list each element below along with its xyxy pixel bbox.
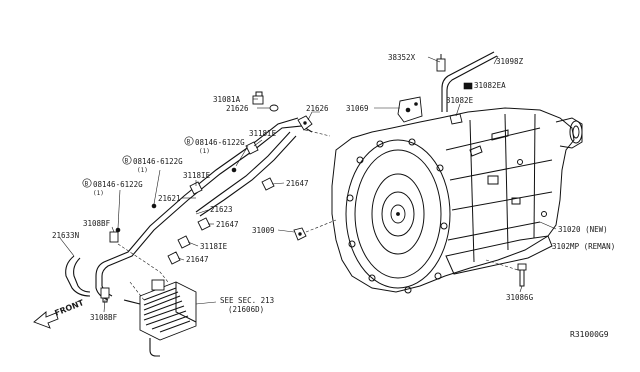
label-see-sec-213: SEE SEC. 213 — [220, 296, 274, 305]
bracket-31069[interactable] — [397, 96, 423, 123]
clip-3118ie-lower[interactable] — [177, 235, 191, 249]
clamp-21647-lower[interactable] — [167, 251, 181, 265]
label-31098z: 31098Z — [496, 57, 524, 66]
label-21647-upper: 21647 — [286, 179, 309, 188]
fitting-31081a[interactable] — [252, 91, 264, 105]
label-31086g: 31086G — [506, 293, 534, 302]
label-21633n: 21633N — [52, 231, 79, 240]
hose-21633n[interactable] — [65, 255, 91, 297]
label-31069: 31069 — [346, 104, 369, 113]
front-arrow: FRONT — [33, 298, 86, 329]
bolt-callout-middle: B 08146-6122G (1) — [122, 155, 183, 174]
plug-31009[interactable] — [293, 227, 307, 241]
label-21623: 21623 — [210, 205, 233, 214]
connector-3108bf-upper[interactable] — [109, 231, 119, 243]
bolt-letter-middle: B — [125, 158, 129, 165]
label-see-sec-21606d: (21606D) — [228, 305, 264, 314]
bolt-middle[interactable] — [151, 203, 157, 209]
transmission-assembly[interactable] — [331, 107, 583, 294]
label-3102mp-reman: 3102MP (REMAN) — [552, 242, 615, 251]
cooler-line-21623[interactable] — [195, 131, 297, 217]
clamp-21626-right[interactable] — [297, 115, 313, 131]
bolt-upper[interactable] — [231, 167, 237, 173]
bolt-callout-lower: B 08146-6122G (1) — [82, 178, 143, 197]
label-3118ie-upper: 3118IE — [249, 129, 277, 138]
clamp-21647-upper[interactable] — [261, 177, 275, 191]
washer-21626-upper[interactable] — [269, 104, 279, 112]
label-31082e: 31082E — [446, 96, 474, 105]
label-31009: 31009 — [252, 226, 275, 235]
label-bolt-lower-code: 08146-6122G — [93, 180, 143, 189]
label-31020-new: 31020 (NEW) — [558, 225, 608, 234]
clip-3118ie-mid[interactable] — [189, 181, 203, 195]
dipstick-tube[interactable] — [436, 51, 498, 112]
bolt-callout-upper: B 08146-6122G (1) — [184, 136, 245, 155]
label-3108bf-upper: 3108BF — [83, 219, 111, 228]
bolt-lower[interactable] — [115, 227, 121, 233]
label-21647-lower: 21647 — [186, 255, 209, 264]
label-bolt-upper-code: 08146-6122G — [195, 138, 245, 147]
bolt-letter-lower: B — [85, 181, 89, 188]
label-31081a: 31081A — [213, 95, 241, 104]
label-21621: 21621 — [158, 194, 181, 203]
label-21647-mid: 21647 — [216, 220, 239, 229]
label-bolt-lower-qty: (1) — [93, 190, 104, 197]
label-31082ea: 31082EA — [474, 81, 506, 90]
label-bolt-middle-qty: (1) — [137, 167, 148, 174]
label-3118ie-lower: 3118IE — [200, 242, 228, 251]
bolt-letter-upper: B — [187, 139, 191, 146]
label-bolt-middle-code: 08146-6122G — [133, 157, 183, 166]
leader-lines — [59, 55, 557, 313]
oil-cooler[interactable] — [123, 279, 197, 357]
diagram-reference: R31000G9 — [570, 330, 609, 339]
label-38352x: 38352X — [388, 53, 416, 62]
label-3118ie-mid: 3118IE — [183, 171, 211, 180]
bolt-31086g[interactable] — [517, 263, 527, 287]
clip-3118ie-upper[interactable] — [245, 141, 259, 155]
label-3108bf-lower: 3108BF — [90, 313, 118, 322]
label-21626-right: 21626 — [306, 104, 329, 113]
clamp-21647-mid[interactable] — [197, 217, 211, 231]
label-21626-upper: 21626 — [226, 104, 249, 113]
label-bolt-upper-qty: (1) — [199, 148, 210, 155]
front-label: FRONT — [53, 298, 85, 318]
